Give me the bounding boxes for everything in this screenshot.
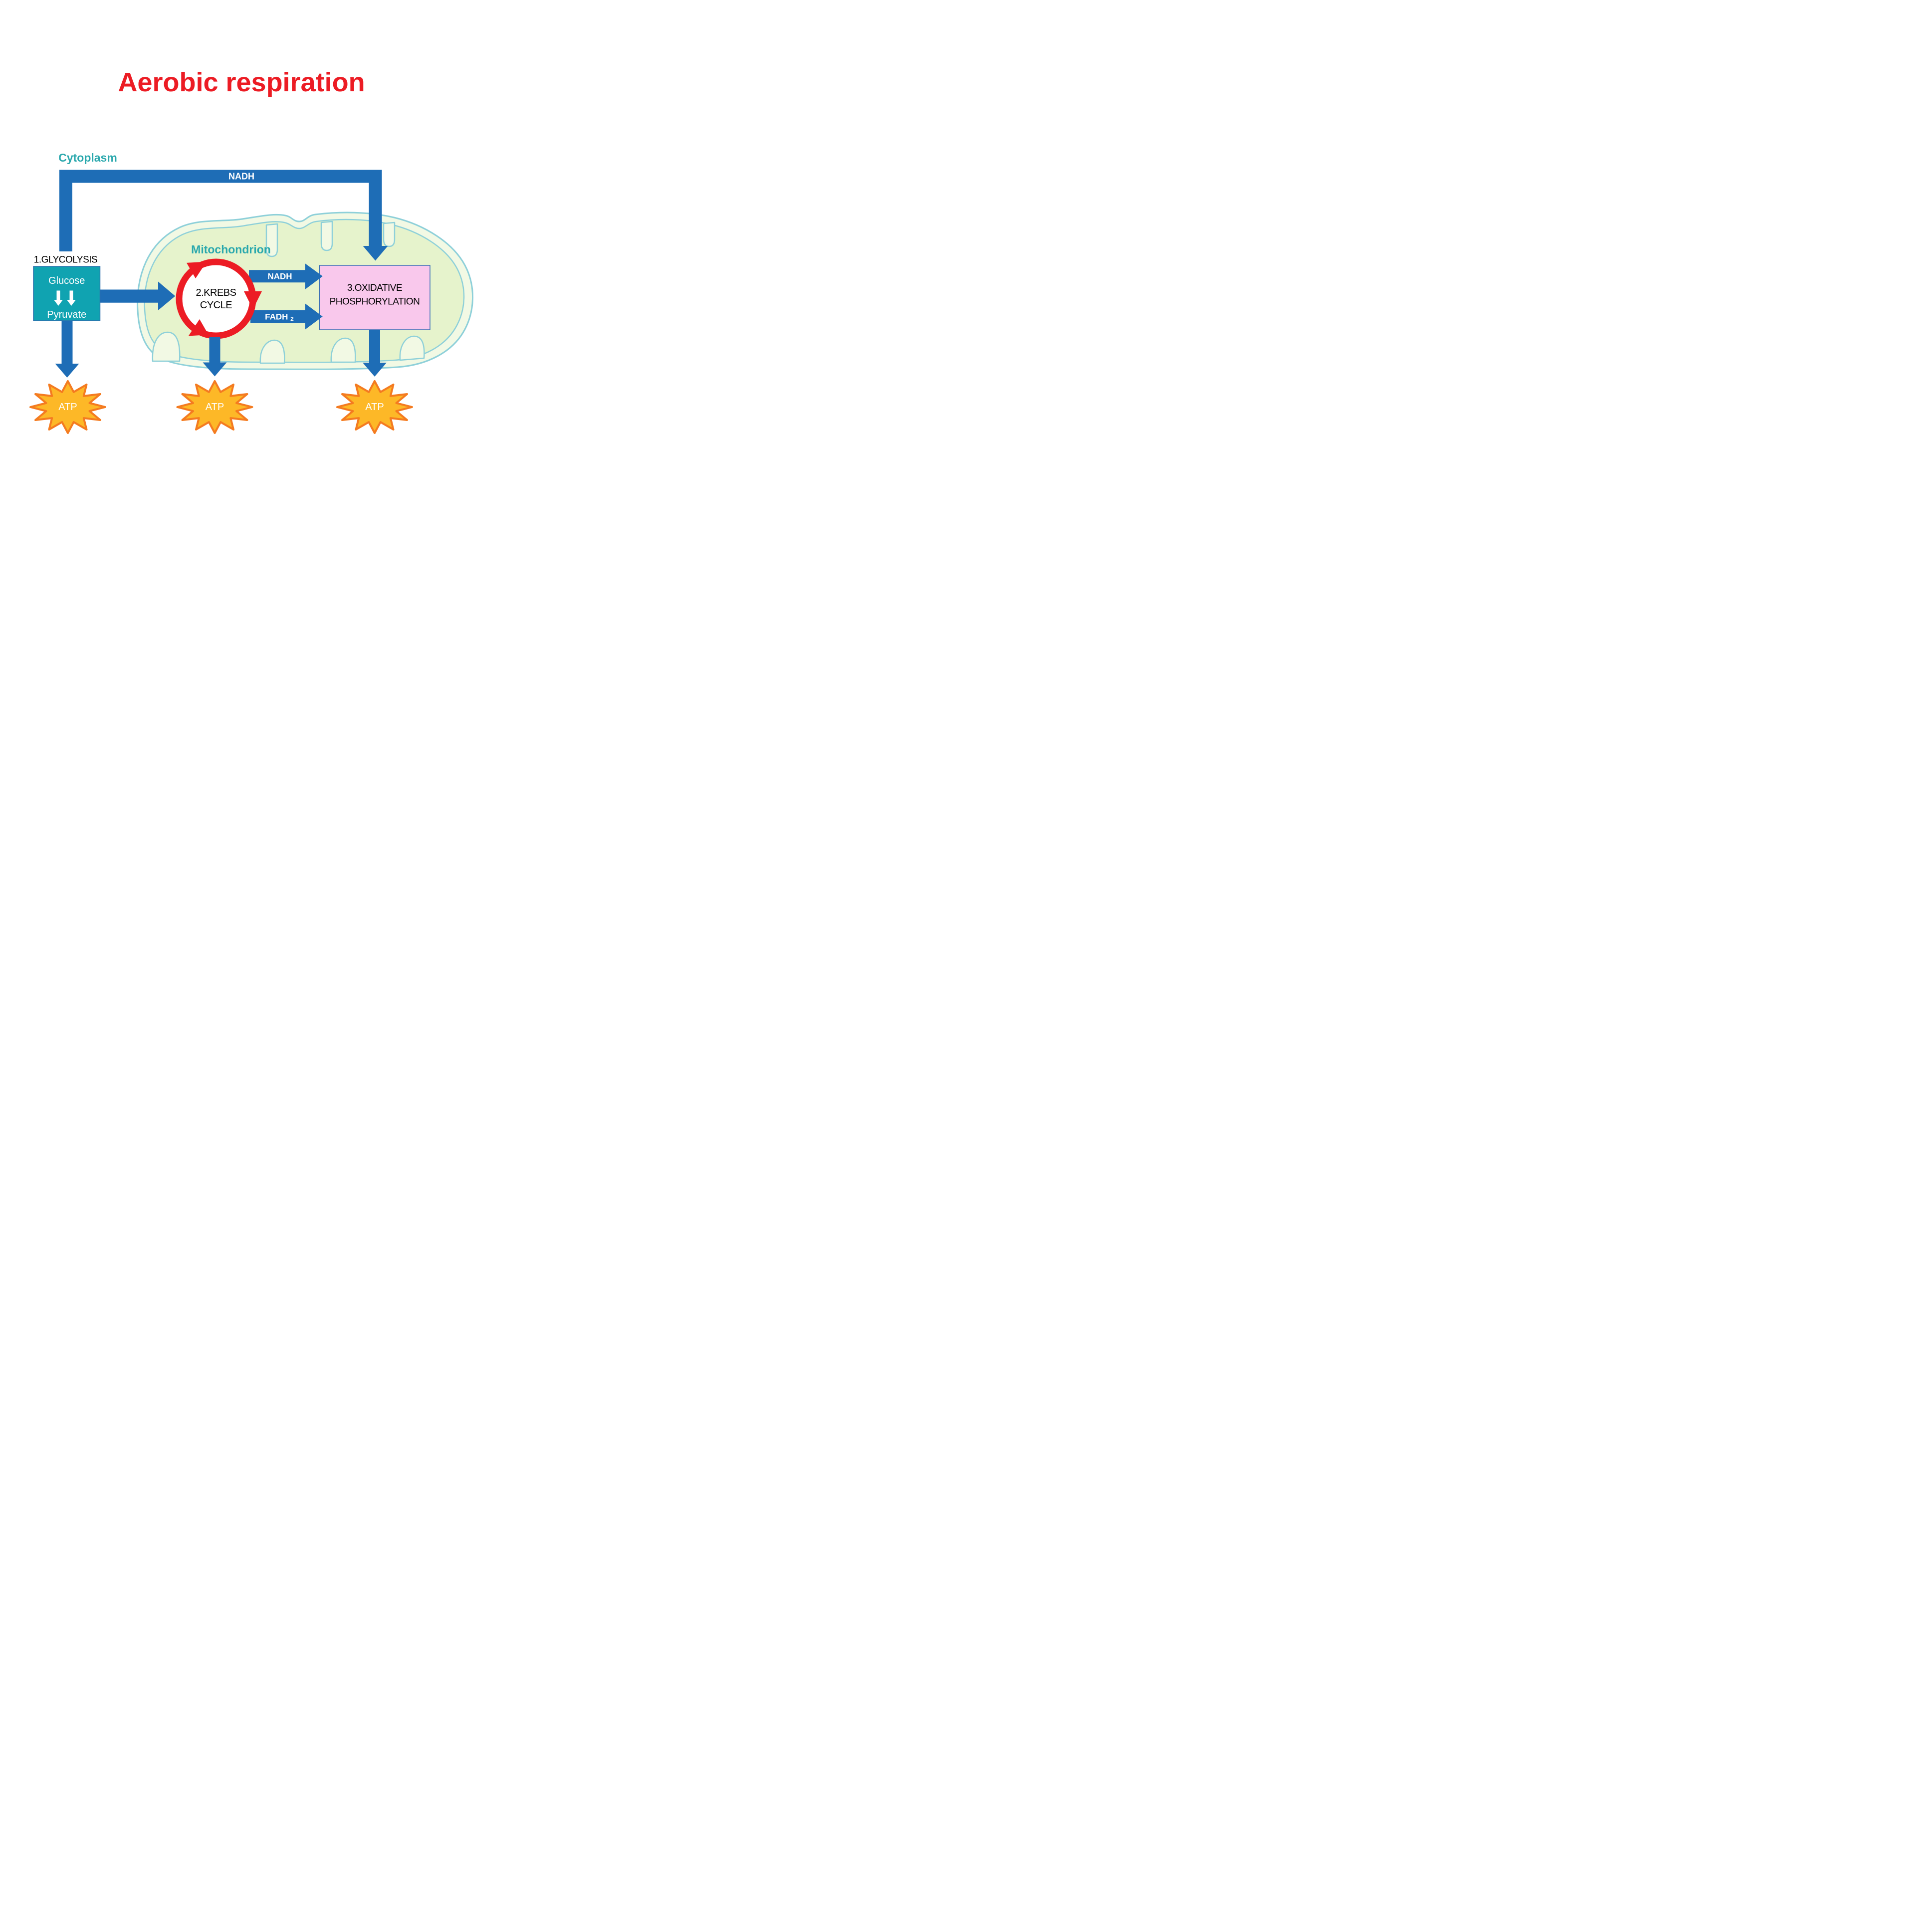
atp-label-krebs: ATP	[206, 402, 224, 413]
page-title: Aerobic respiration	[118, 67, 365, 97]
krebs-fadh2-label: FADH 2	[265, 312, 294, 323]
krebs-nadh-label: NADH	[267, 272, 292, 281]
glycolysis-box	[33, 266, 101, 321]
glucose-to-pyruvate-arrow-1	[54, 290, 63, 306]
crista-bottom-1	[152, 331, 181, 362]
atp-label-glycolysis: ATP	[58, 402, 77, 413]
crista-bottom-4	[399, 335, 425, 361]
krebs-fadh2-arrow	[250, 303, 323, 330]
krebs-cycle-ring	[176, 258, 256, 339]
glycolysis-to-krebs-arrow	[100, 281, 176, 310]
krebs-ring-arrowhead-2	[244, 291, 262, 309]
crista-top-1	[265, 223, 278, 257]
crista-top-2	[320, 220, 333, 251]
fadh2-subscript: 2	[290, 316, 294, 323]
fadh2-base-text: FADH	[265, 312, 288, 321]
krebs-nadh-arrow	[249, 263, 323, 289]
crista-bottom-2	[259, 339, 285, 364]
atp-label-oxphos: ATP	[365, 402, 384, 413]
oxidative-phosphorylation-label-line1: 3.OXIDATIVE	[347, 283, 402, 293]
cytosolic-nadh-label: NADH	[228, 172, 254, 182]
glucose-to-pyruvate-arrow-2	[67, 290, 76, 306]
krebs-atp-arrow	[203, 337, 227, 377]
oxphos-atp-arrow	[363, 330, 387, 377]
pyruvate-label: Pyruvate	[47, 309, 86, 320]
krebs-ring-arrowhead-3	[188, 319, 209, 336]
oxidative-phosphorylation-label-line2: PHOSPHORYLATION	[330, 297, 420, 307]
glycolysis-title: 1.GLYCOLYSIS	[34, 255, 97, 265]
oxidative-phosphorylation-box	[319, 265, 430, 330]
krebs-cycle-label-line1: 2.KREBS	[196, 287, 236, 298]
krebs-ring-arrowhead-1	[187, 261, 207, 279]
aerobic-respiration-diagram: Aerobic respiration Cytoplasm Mitochondr…	[0, 0, 483, 483]
glucose-label: Glucose	[48, 275, 85, 286]
glycolysis-atp-arrow	[55, 321, 79, 378]
crista-top-3	[383, 221, 396, 247]
cytosolic-nadh-pipe	[59, 170, 388, 261]
crista-bottom-3	[330, 337, 356, 363]
cytoplasm-label: Cytoplasm	[58, 151, 117, 164]
mitochondrion-label: Mitochondrion	[191, 243, 271, 256]
krebs-cycle-label-line2: CYCLE	[200, 300, 232, 311]
